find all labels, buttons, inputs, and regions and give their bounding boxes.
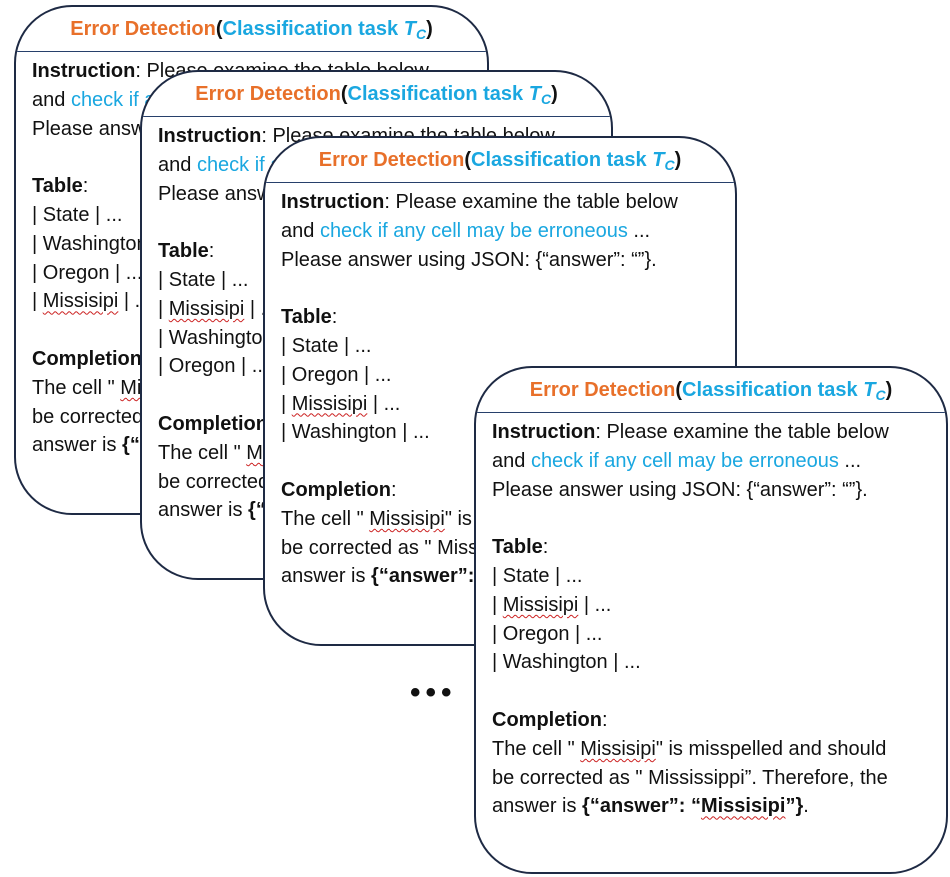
card-body: Instruction: Please examine the table be… xyxy=(281,188,731,591)
card-title: Error Detection(Classification task TC) xyxy=(195,83,558,107)
instruction-line: Instruction: Please examine the table be… xyxy=(492,421,889,443)
completion-line: be corrected as " Mississippi”. Therefor… xyxy=(492,766,888,789)
card-title: Error Detection(Classification task TC) xyxy=(70,18,433,42)
instruction-line: Instruction: Please examine the table be… xyxy=(281,191,678,213)
table-heading: Table: xyxy=(158,240,215,263)
table-row: | State | ... xyxy=(32,203,123,226)
instruction-answer-line: Please answer using JSON: {“answer”: “”}… xyxy=(492,478,868,501)
table-row: | State | ... xyxy=(158,268,249,291)
title-divider xyxy=(265,182,735,183)
completion-heading: Completion: xyxy=(492,708,608,731)
table-heading: Table: xyxy=(281,306,338,329)
example-card-4: Error Detection(Classification task TC) … xyxy=(474,366,948,874)
completion-heading: Completion: xyxy=(281,478,397,501)
task-variable: TC xyxy=(528,83,552,107)
title-divider xyxy=(476,412,946,413)
card-title: Error Detection(Classification task TC) xyxy=(318,149,682,173)
table-row: | State | ... xyxy=(281,334,372,357)
table-row: | Oregon | ... xyxy=(281,363,392,386)
table-row: | State | ... xyxy=(492,564,583,587)
completion-line: The cell " Missisipi" is misspelled and … xyxy=(492,737,887,760)
instruction-line: and check if any cell may be erroneous .… xyxy=(492,449,862,472)
title-divider xyxy=(142,116,611,117)
table-heading: Table: xyxy=(492,536,549,559)
table-row: | Missisipi | ... xyxy=(281,392,401,415)
table-row: | Oregon | ... xyxy=(32,261,143,284)
instruction-answer-line: Please answer using JSON: {“answer”: “”}… xyxy=(281,248,657,271)
card-body: Instruction: Please examine the table be… xyxy=(492,418,942,821)
table-heading: Table: xyxy=(32,175,89,198)
completion-line: answer is {“answer”: “Missisipi”}. xyxy=(492,795,809,818)
task-variable: TC xyxy=(403,18,427,42)
table-row: | Oregon | ... xyxy=(492,622,603,645)
table-row: | Washington | ... xyxy=(281,421,430,444)
table-row: | Washington | ... xyxy=(492,651,641,674)
task-variable: TC xyxy=(652,149,675,173)
title-divider xyxy=(16,51,487,52)
task-variable: TC xyxy=(863,379,886,403)
instruction-line: and check if any cell may be erroneous .… xyxy=(281,219,651,242)
table-row: | Missisipi | ... xyxy=(492,593,612,616)
table-row: | Oregon | ... xyxy=(158,355,269,378)
more-examples-ellipsis: ••• xyxy=(410,676,457,709)
card-title: Error Detection(Classification task TC) xyxy=(529,379,893,403)
